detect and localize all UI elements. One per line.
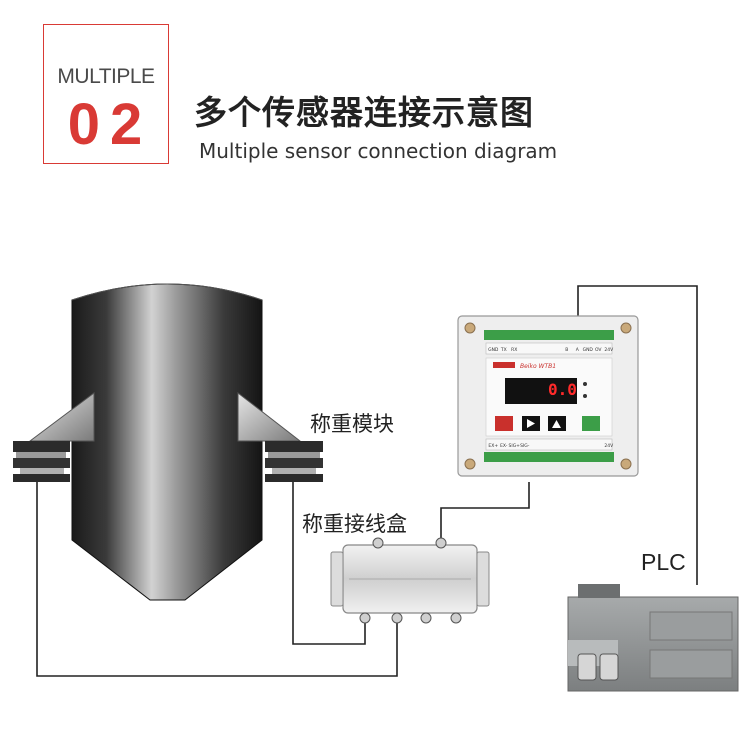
page-subtitle: Multiple sensor connection diagram <box>199 139 558 163</box>
tank <box>71 283 263 601</box>
top-terminal-label: OV <box>595 347 602 353</box>
top-terminal-label: B <box>565 347 568 353</box>
wire-left-sensor <box>36 480 398 677</box>
top-terminal-label: A <box>576 347 580 353</box>
wire-junction-to-transmitter <box>440 482 530 540</box>
left-load-cell <box>13 392 95 482</box>
bottom-terminal-label: SIG+ <box>509 443 521 449</box>
bottom-terminal-label: EX- <box>500 443 508 449</box>
plc-unit <box>567 584 739 692</box>
page-title: 多个传感器连接示意图 <box>194 93 534 132</box>
bottom-terminal-label: 24V <box>604 443 614 449</box>
badge-word: MULTIPLE <box>57 65 155 88</box>
wire-transmitter-to-plc <box>577 285 698 585</box>
label-plc: PLC <box>641 549 686 575</box>
top-terminal-label: RX <box>511 347 517 353</box>
top-terminal-label: GND <box>488 347 499 353</box>
svg-text:Beiko WTB1: Beiko WTB1 <box>520 363 556 370</box>
signal-wires <box>36 285 698 677</box>
weighing-transmitter: Beiko WTB1 <box>457 315 639 477</box>
badge-number: 02 <box>67 92 153 157</box>
top-terminal-label: 24V <box>604 347 614 353</box>
top-terminal-label: TX <box>500 347 507 353</box>
bottom-terminal-label: EX+ <box>488 443 498 449</box>
top-terminal-label: GND <box>583 347 594 353</box>
right-load-cell <box>237 391 323 482</box>
label-junction-box: 称重接线盒 <box>302 512 407 536</box>
label-weighing-module: 称重模块 <box>310 412 394 436</box>
bottom-terminal-label: SIG- <box>520 443 530 449</box>
transmitter-display: 0.0 <box>548 380 577 399</box>
wire-right-sensor <box>292 478 366 645</box>
junction-box <box>330 537 490 624</box>
section-badge: MULTIPLE 02 <box>43 24 169 164</box>
